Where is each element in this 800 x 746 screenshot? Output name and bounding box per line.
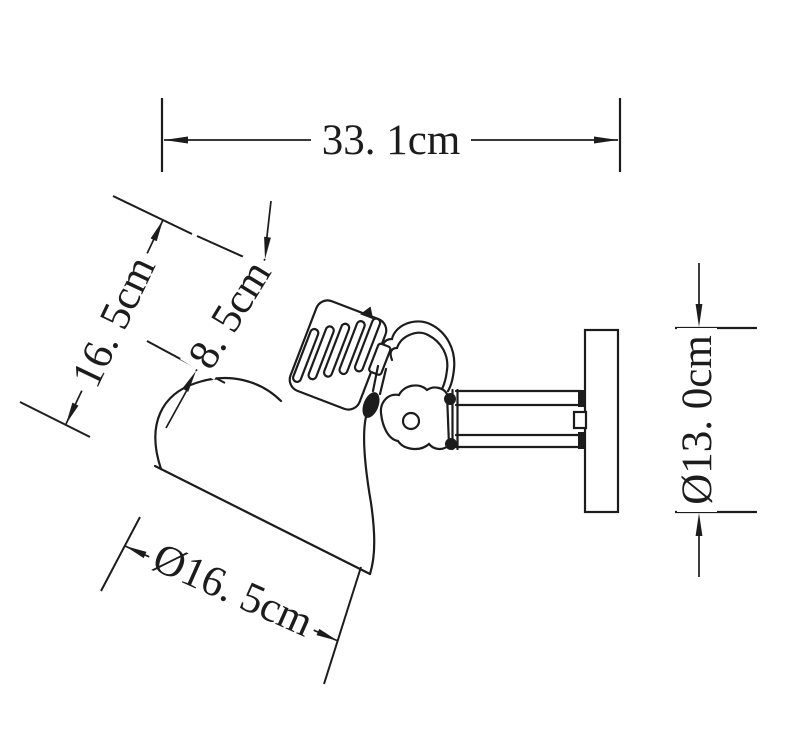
label-mask	[311, 120, 471, 160]
arrowhead-top	[264, 236, 271, 259]
cable-bracket	[368, 342, 392, 376]
arrowhead-bottom	[66, 402, 79, 424]
head-nub	[360, 306, 374, 320]
lamp-fixture	[153, 299, 620, 576]
screw-top	[444, 393, 456, 405]
arm-catch	[572, 410, 588, 430]
hinge-link	[371, 364, 380, 393]
dimension-overall-width: 33. 1cm	[160, 98, 622, 172]
dim-label: 33. 1cm	[322, 117, 461, 164]
dim-label: Ø13. 0cm	[674, 335, 721, 505]
wall-plate-body	[583, 328, 620, 514]
cable-inner	[389, 331, 449, 391]
arrowhead-left	[125, 546, 147, 559]
dim-label: 8. 5cm	[179, 253, 280, 377]
shade-dome	[154, 376, 283, 471]
arm-clamp-bottom	[578, 432, 586, 449]
arrowhead-left	[164, 136, 188, 144]
lamp-head	[288, 299, 392, 411]
vent-slot	[307, 325, 335, 381]
hinge-collar	[362, 392, 380, 418]
dim-label: 16. 5cm	[63, 249, 165, 394]
label-mask	[141, 538, 322, 649]
dim-label-group: 8. 5cm	[179, 249, 281, 381]
knuckle-hole	[401, 411, 421, 431]
arrowhead-bottom	[182, 371, 196, 392]
dimension-shade-diameter: Ø16. 5cm	[100, 516, 362, 685]
dim-label-group: 16. 5cm	[63, 244, 166, 400]
arrowhead-bottom	[695, 513, 703, 536]
extension-line	[323, 566, 362, 685]
lamp-shade	[153, 376, 376, 576]
label-mask	[180, 249, 281, 381]
dim-label-group: Ø16. 5cm	[141, 534, 322, 649]
shade-rim	[153, 464, 372, 576]
hinge	[362, 364, 388, 418]
label-mask	[63, 244, 166, 400]
dim-label: Ø16. 5cm	[146, 534, 320, 646]
arrowhead-top	[150, 220, 163, 242]
mounting-arm	[454, 389, 588, 449]
wall-plate	[583, 328, 620, 514]
extension-line	[19, 401, 91, 438]
arrowhead-right	[594, 136, 618, 144]
extension-line	[112, 195, 193, 235]
hinge-link	[378, 367, 388, 396]
vent-slot	[322, 322, 351, 378]
knuckle-joint	[379, 384, 459, 451]
shade-right-edge	[362, 411, 376, 576]
vent-slot	[338, 320, 366, 376]
power-cable	[381, 320, 456, 393]
arrowhead-right	[316, 628, 338, 641]
dim-label-group: 33. 1cm	[311, 117, 471, 164]
extension-line	[100, 516, 141, 592]
screw-bottom	[445, 438, 457, 450]
dimension-backplate-diameter: Ø13. 0cm	[674, 263, 757, 577]
dimension-assembly-length: 16. 5cm	[19, 195, 193, 438]
label-mask	[677, 328, 717, 512]
arrowhead-top	[695, 304, 703, 327]
cable-outer	[381, 320, 456, 393]
vent-slot	[353, 317, 382, 373]
arm-clamp-top	[578, 390, 586, 407]
vent-slot	[291, 327, 320, 383]
dim-label-group: Ø13. 0cm	[674, 328, 721, 512]
arrow-shaft-bottom	[165, 389, 188, 429]
dimension-head-depth: 8. 5cm	[146, 200, 281, 429]
